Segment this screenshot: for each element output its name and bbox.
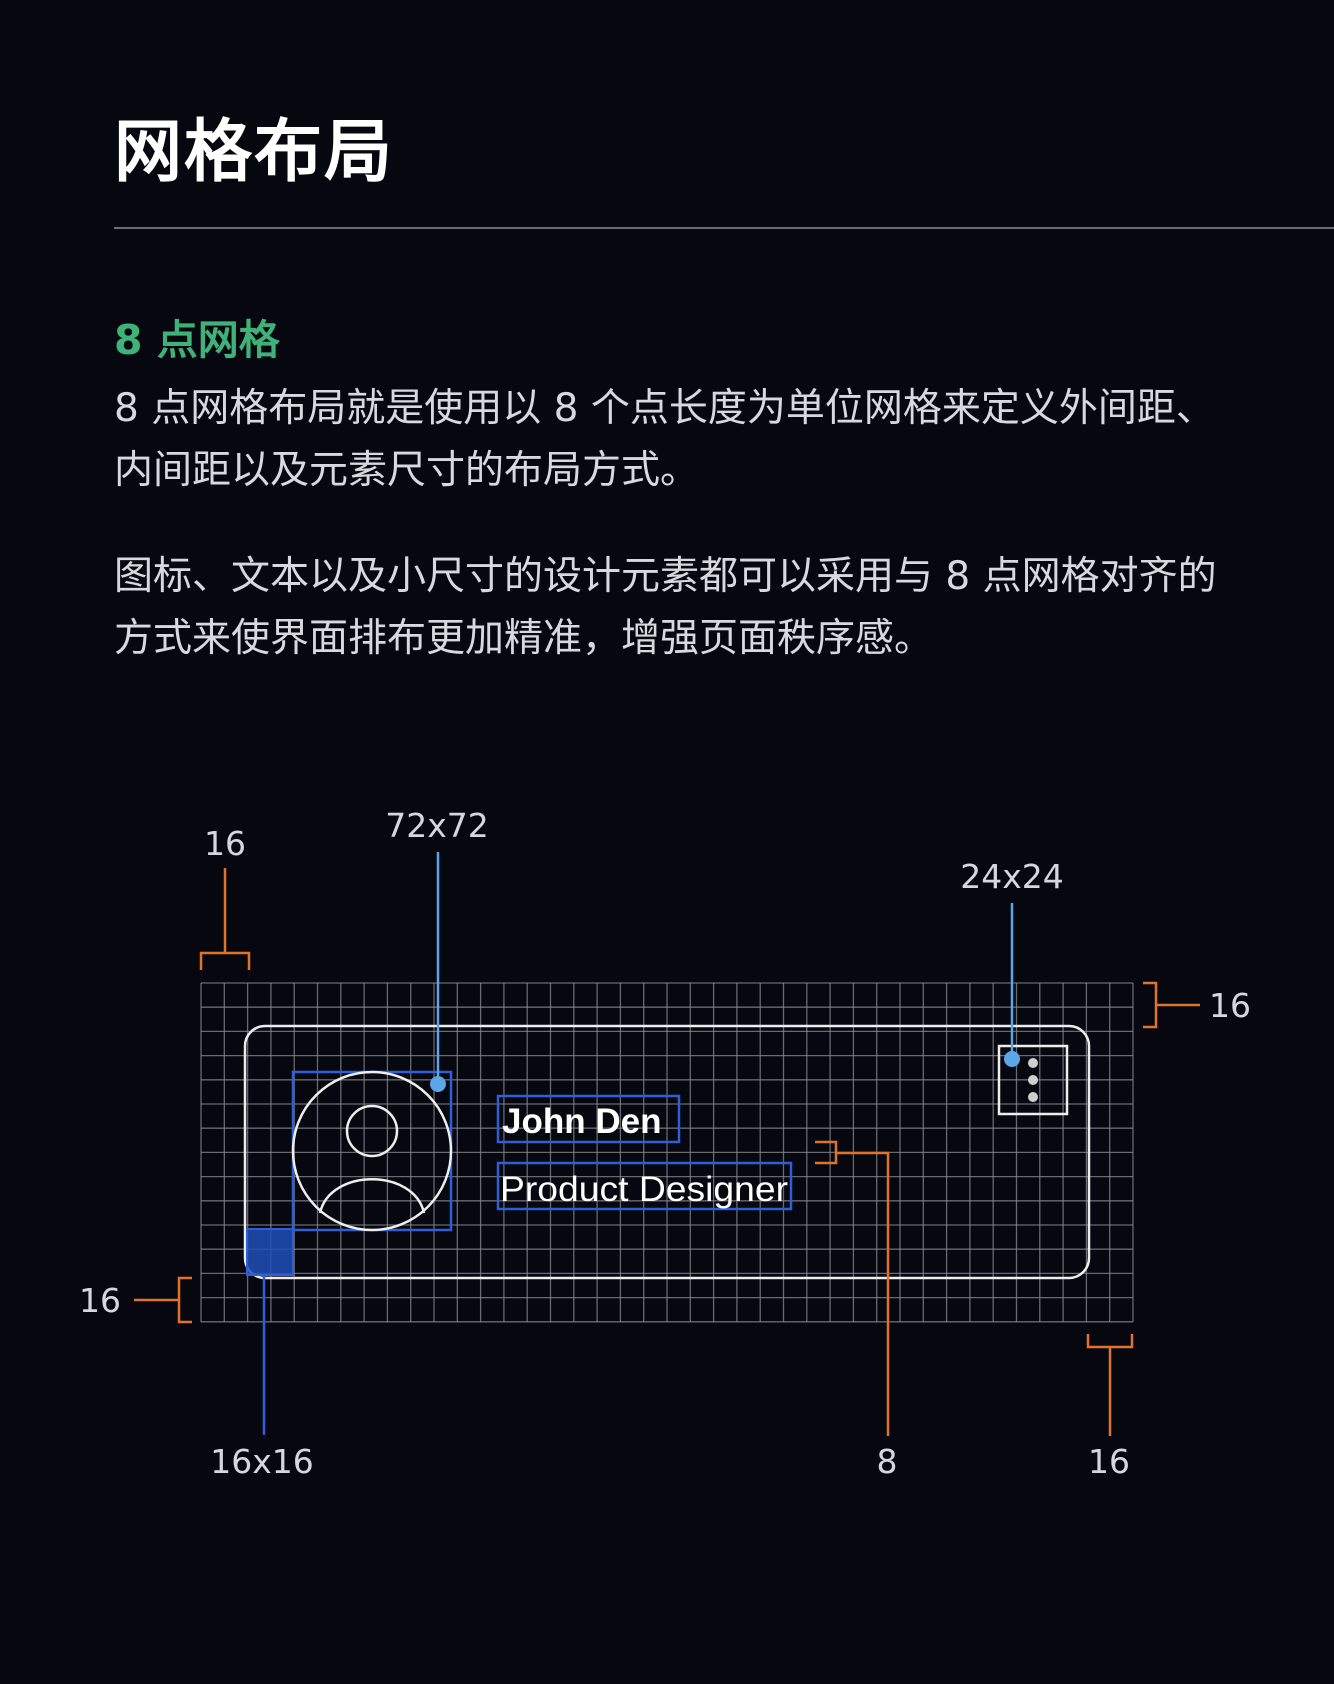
card-role: Product Designer bbox=[500, 1170, 788, 1209]
role-bounding-box bbox=[496, 1161, 793, 1211]
description-paragraph-1: 8 点网格布局就是使用以 8 个点长度为单位网格来定义外间距、内间距以及元素尺寸… bbox=[114, 386, 1215, 493]
icon-size-marker bbox=[1004, 1051, 1020, 1067]
card-outline bbox=[243, 1024, 1091, 1280]
text-gap-bracket bbox=[815, 1140, 890, 1436]
card-name: John Den bbox=[502, 1102, 661, 1141]
avatar-circle bbox=[291, 1070, 453, 1232]
avatar bbox=[291, 1070, 453, 1232]
description-paragraph-2: 图标、文本以及小尺寸的设计元素都可以采用与 8 点网格对齐的方式来使界面排布更加… bbox=[114, 554, 1217, 661]
title-divider bbox=[114, 227, 1334, 229]
eight-point-grid bbox=[200, 982, 1134, 1323]
section-heading: 8 点网格 bbox=[114, 316, 280, 364]
margin-top-left-bracket bbox=[199, 868, 251, 970]
label-margin-right: 16 bbox=[1209, 986, 1251, 1025]
more-vertical-icon bbox=[1028, 1058, 1038, 1102]
margin-bottom-right-bracket bbox=[1086, 1334, 1134, 1436]
avatar-head-icon bbox=[345, 1104, 399, 1158]
corner-square-highlight bbox=[246, 1228, 294, 1276]
avatar-size-marker bbox=[430, 1076, 446, 1092]
more-icon-bounding-box bbox=[997, 1044, 1069, 1116]
page-title: 网格布局 bbox=[114, 113, 395, 192]
label-margin-top-left: 16 bbox=[204, 824, 246, 863]
label-margin-left: 16 bbox=[79, 1281, 121, 1320]
margin-left-bracket bbox=[134, 1276, 192, 1324]
label-avatar-size: 72x72 bbox=[385, 806, 489, 845]
name-bounding-box bbox=[496, 1094, 681, 1144]
label-text-gap: 8 bbox=[877, 1442, 898, 1481]
label-margin-bottom-right: 16 bbox=[1088, 1442, 1130, 1481]
label-corner-square-size: 16x16 bbox=[210, 1442, 314, 1481]
label-icon-size: 24x24 bbox=[960, 857, 1064, 896]
avatar-shoulders-icon bbox=[318, 1178, 426, 1214]
margin-right-bracket bbox=[1143, 981, 1200, 1029]
